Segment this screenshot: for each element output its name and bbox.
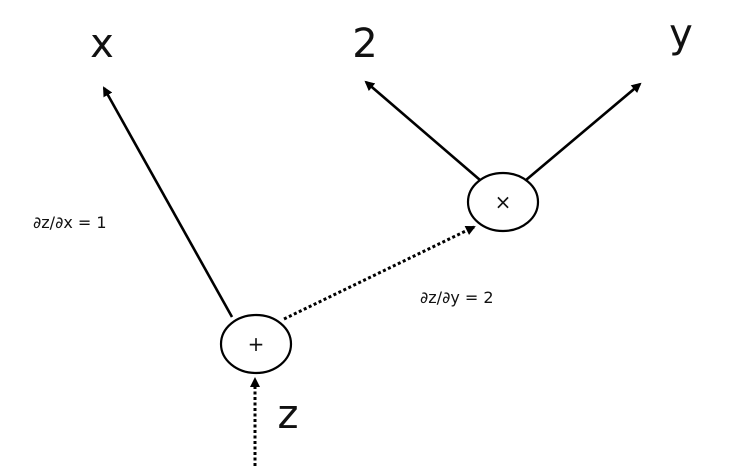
label-z: z <box>278 392 299 438</box>
plus-symbol: + <box>248 332 265 356</box>
label-dzdx: ∂z/∂x = 1 <box>33 213 107 232</box>
label-two: 2 <box>352 21 377 67</box>
plus-node <box>219 313 293 375</box>
edge-times-to-two <box>364 80 481 181</box>
times-symbol: × <box>495 190 512 214</box>
edge-plus-to-x <box>102 86 234 318</box>
label-x: x <box>90 21 114 67</box>
label-dzdy: ∂z/∂y = 2 <box>420 288 494 307</box>
times-node <box>466 171 540 233</box>
gradient-edge-plus-to-times <box>283 225 476 321</box>
label-y: y <box>669 11 693 57</box>
edge-times-to-y <box>525 82 642 181</box>
